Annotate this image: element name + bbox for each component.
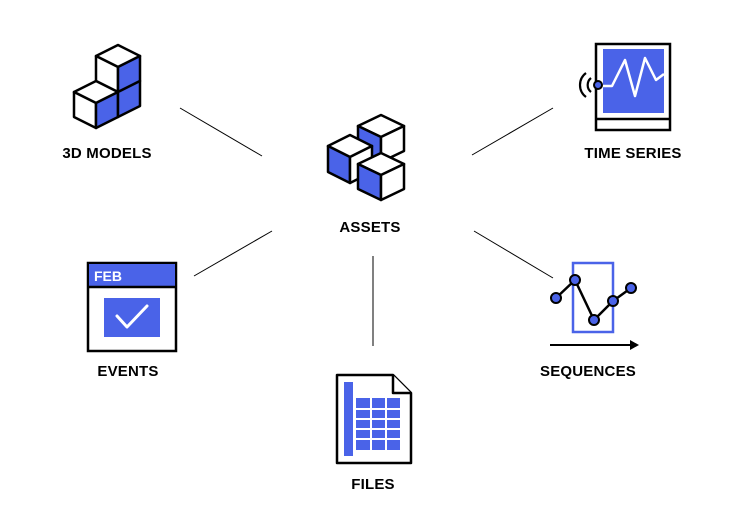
label-events: EVENTS bbox=[97, 363, 159, 380]
label-files: FILES bbox=[351, 476, 395, 493]
sequence-line-icon bbox=[550, 261, 639, 350]
label-sequences: SEQUENCES bbox=[540, 363, 636, 380]
calendar-check-icon: FEB bbox=[86, 261, 178, 353]
connector-events bbox=[193, 230, 273, 277]
calendar-month-text: FEB bbox=[94, 268, 122, 284]
stacked-cubes-icon bbox=[72, 43, 142, 130]
spreadsheet-file-icon bbox=[335, 373, 413, 465]
connector-timeseries bbox=[471, 107, 554, 156]
label-assets: ASSETS bbox=[339, 219, 401, 236]
connectors bbox=[179, 107, 554, 346]
connector-sequences bbox=[473, 230, 554, 279]
label-3d-models: 3D MODELS bbox=[62, 145, 152, 162]
connector-models bbox=[179, 107, 263, 157]
sensor-chart-icon bbox=[578, 42, 672, 132]
label-time-series: TIME SERIES bbox=[584, 145, 682, 162]
asset-cubes-icon bbox=[326, 113, 406, 202]
